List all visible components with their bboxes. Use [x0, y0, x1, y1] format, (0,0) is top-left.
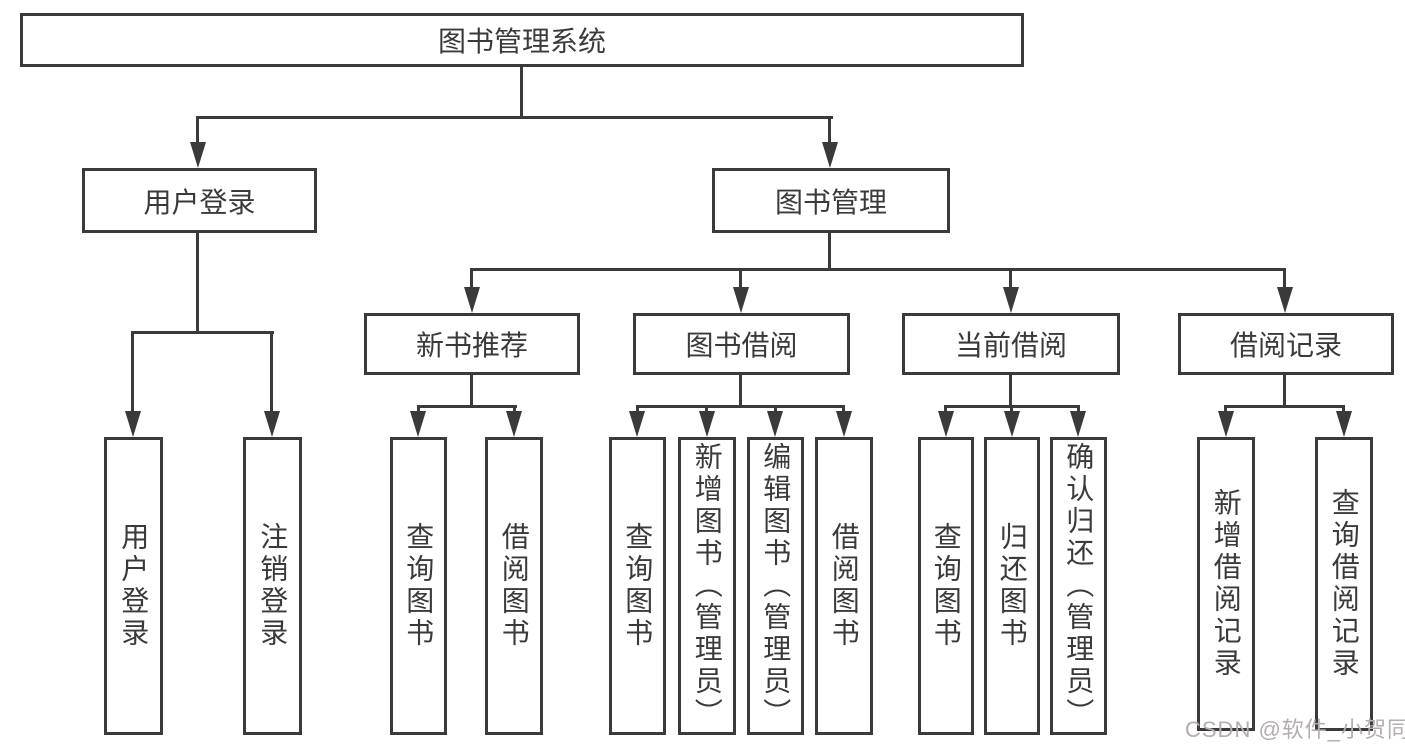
arrow-down-icon	[506, 411, 522, 437]
leaf-user-login: 用户登录	[104, 437, 163, 735]
leaf-user-login-label: 用户登录	[118, 522, 150, 650]
connector-line	[739, 373, 742, 407]
leaf-logout: 注销登录	[243, 437, 302, 735]
leaf-confirm-return-admin: 确认归还（管理员）	[1050, 437, 1107, 735]
arrow-down-icon	[410, 411, 426, 437]
leaf-edit-book-admin-label: 编辑图书（管理员）	[760, 442, 792, 730]
connector-line	[470, 373, 473, 407]
connector-line	[1009, 268, 1012, 289]
connector-line	[842, 405, 845, 415]
arrow-down-icon	[125, 411, 141, 437]
connector-line	[196, 116, 833, 119]
arrow-down-icon	[1070, 411, 1086, 437]
arrow-down-icon	[629, 411, 645, 437]
leaf-confirm-return-admin-label: 确认归还（管理员）	[1063, 442, 1095, 730]
node-root: 图书管理系统	[20, 13, 1024, 67]
node-book-management-label: 图书管理	[774, 186, 887, 218]
connector-line	[1283, 268, 1286, 289]
connector-line	[513, 405, 516, 415]
connector-line	[1010, 405, 1013, 415]
node-current-borrowing: 当前借阅	[902, 313, 1120, 375]
connector-line	[828, 230, 831, 271]
node-book-borrowing-label: 图书借阅	[685, 330, 798, 361]
node-new-book-recommend: 新书推荐	[364, 313, 580, 375]
connector-line	[1077, 405, 1080, 415]
arrow-down-icon	[1336, 411, 1352, 437]
connector-line	[520, 65, 523, 118]
connector-line	[470, 268, 1286, 271]
connector-line	[1224, 405, 1345, 408]
arrow-down-icon	[733, 287, 749, 313]
leaf-query-borrow-record-label: 查询借阅记录	[1328, 488, 1360, 680]
node-new-book-recommend-label: 新书推荐	[415, 330, 528, 361]
arrow-down-icon	[1004, 411, 1020, 437]
connector-line	[739, 268, 742, 289]
connector-line	[1342, 405, 1345, 415]
leaf-borrow-books-label: 借阅图书	[828, 522, 860, 650]
connector-line	[1009, 373, 1012, 407]
leaf-add-borrow-record-label: 新增借阅记录	[1210, 488, 1242, 680]
leaf-add-book-admin: 新增图书（管理员）	[678, 437, 736, 735]
connector-line	[828, 116, 831, 144]
csdn-watermark: CSDN @软件_小贺同学	[1185, 717, 1405, 742]
connector-line	[944, 405, 947, 415]
node-borrow-records-label: 借阅记录	[1229, 330, 1342, 361]
arrow-down-icon	[767, 411, 783, 437]
arrow-down-icon	[1218, 411, 1234, 437]
arrow-down-icon	[836, 411, 852, 437]
connector-line	[1283, 373, 1286, 407]
leaf-borrow-books: 借阅图书	[815, 437, 873, 735]
connector-line	[196, 230, 199, 333]
connector-line	[470, 268, 473, 289]
node-book-management: 图书管理	[712, 168, 950, 233]
arrow-down-icon	[1003, 287, 1019, 313]
leaf-query-books-recommend: 查询图书	[390, 437, 447, 735]
leaf-borrow-books-recommend: 借阅图书	[485, 437, 543, 735]
leaf-query-books-current-label: 查询图书	[930, 522, 962, 650]
leaf-return-book: 归还图书	[984, 437, 1040, 735]
arrow-down-icon	[190, 142, 206, 168]
connector-line	[705, 405, 708, 415]
connector-line	[131, 331, 134, 411]
leaf-add-book-admin-label: 新增图书（管理员）	[691, 442, 723, 730]
connector-line	[131, 331, 274, 334]
node-user-login-label: 用户登录	[143, 186, 256, 218]
arrow-down-icon	[264, 411, 280, 437]
leaf-edit-book-admin: 编辑图书（管理员）	[747, 437, 804, 735]
leaf-borrow-books-recommend-label: 借阅图书	[498, 522, 530, 650]
arrow-down-icon	[1277, 287, 1293, 313]
connector-line	[636, 405, 845, 408]
leaf-query-books-current: 查询图书	[918, 437, 974, 735]
leaf-return-book-label: 归还图书	[996, 522, 1028, 650]
arrow-down-icon	[699, 411, 715, 437]
connector-line	[636, 405, 639, 415]
connector-line	[1224, 405, 1227, 415]
leaf-query-books-recommend-label: 查询图书	[403, 522, 435, 650]
connector-line	[196, 116, 199, 144]
leaf-add-borrow-record: 新增借阅记录	[1197, 437, 1255, 731]
arrow-down-icon	[938, 411, 954, 437]
node-user-login: 用户登录	[82, 168, 317, 233]
leaf-query-borrow-record: 查询借阅记录	[1315, 437, 1373, 731]
connector-line	[417, 405, 420, 415]
leaf-query-books-borrowing: 查询图书	[609, 437, 666, 735]
node-borrow-records: 借阅记录	[1178, 313, 1394, 375]
connector-line	[417, 405, 517, 408]
node-current-borrowing-label: 当前借阅	[954, 330, 1067, 361]
connector-line	[774, 405, 777, 415]
leaf-logout-label: 注销登录	[257, 522, 289, 650]
leaf-query-books-borrowing-label: 查询图书	[622, 522, 654, 650]
node-root-label: 图书管理系统	[437, 26, 606, 57]
connector-line	[270, 331, 273, 411]
arrow-down-icon	[822, 142, 838, 168]
arrow-down-icon	[464, 287, 480, 313]
node-book-borrowing: 图书借阅	[633, 313, 850, 375]
